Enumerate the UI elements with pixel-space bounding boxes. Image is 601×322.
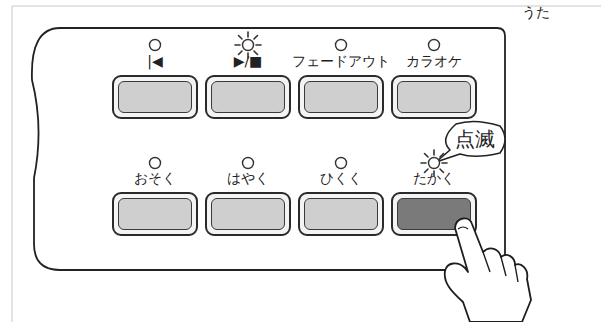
blink-rays [235, 32, 261, 58]
lamp-blinking [243, 40, 254, 51]
button-label: おそく [94, 170, 216, 187]
hand-outline [445, 218, 531, 322]
callout-text: 点滅 [442, 122, 508, 156]
panel-button: |◀ [112, 75, 198, 119]
button-label: たかく [373, 170, 495, 187]
button-face [118, 81, 192, 113]
button-face [397, 198, 471, 230]
button-face [211, 81, 285, 113]
button-face [211, 198, 285, 230]
button-label: カラオケ [373, 53, 495, 70]
panel-button: ▶/■ [205, 75, 291, 119]
lamp [336, 40, 347, 51]
control-panel: うた|◀▶/■フェードアウトカラオケおそくはやくひくくたかく [30, 28, 505, 270]
lamp [150, 40, 161, 51]
panel-heading: うた [522, 4, 550, 21]
button-face [304, 81, 378, 113]
blink-rays [421, 150, 447, 176]
finger-lines [483, 252, 518, 282]
lamp [336, 158, 347, 169]
button-label: フェードアウト [280, 53, 402, 70]
frame-line [12, 6, 13, 322]
frame-line [12, 6, 601, 7]
lamp [243, 158, 254, 169]
button-label: ▶/■ [187, 53, 309, 70]
button-face [397, 81, 471, 113]
button-label: |◀ [94, 53, 216, 70]
lamp [150, 158, 161, 169]
button-label: はやく [187, 170, 309, 187]
panel-button: おそく [112, 192, 198, 236]
panel-button: フェードアウト [298, 75, 384, 119]
lamp-blinking [429, 158, 440, 169]
panel-button: はやく [205, 192, 291, 236]
panel-button: カラオケ [391, 75, 477, 119]
fingernail [458, 227, 468, 229]
pressed-button: たかく [391, 192, 477, 236]
button-face [118, 198, 192, 230]
lamp [429, 40, 440, 51]
button-face [304, 198, 378, 230]
panel-button: ひくく [298, 192, 384, 236]
callout-bubble: 点滅 [442, 122, 508, 156]
panel-edge [32, 28, 505, 270]
button-label: ひくく [280, 170, 402, 187]
